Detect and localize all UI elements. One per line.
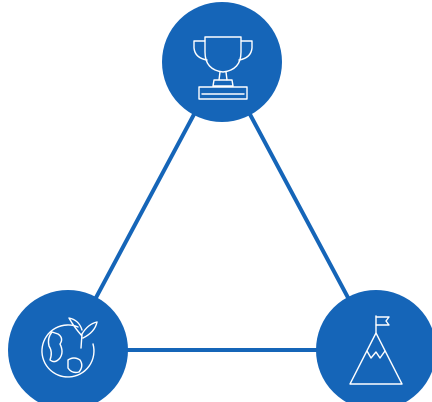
globe-plant-icon [41,317,98,378]
trophy-icon [193,36,253,100]
node-bottom-left [8,290,128,402]
mountain-flag-icon [349,315,403,385]
node-bottom-left-circle [8,290,128,402]
node-top [162,2,282,122]
node-bottom-right-circle [316,290,432,402]
node-bottom-right [316,290,432,402]
node-top-circle [162,2,282,122]
